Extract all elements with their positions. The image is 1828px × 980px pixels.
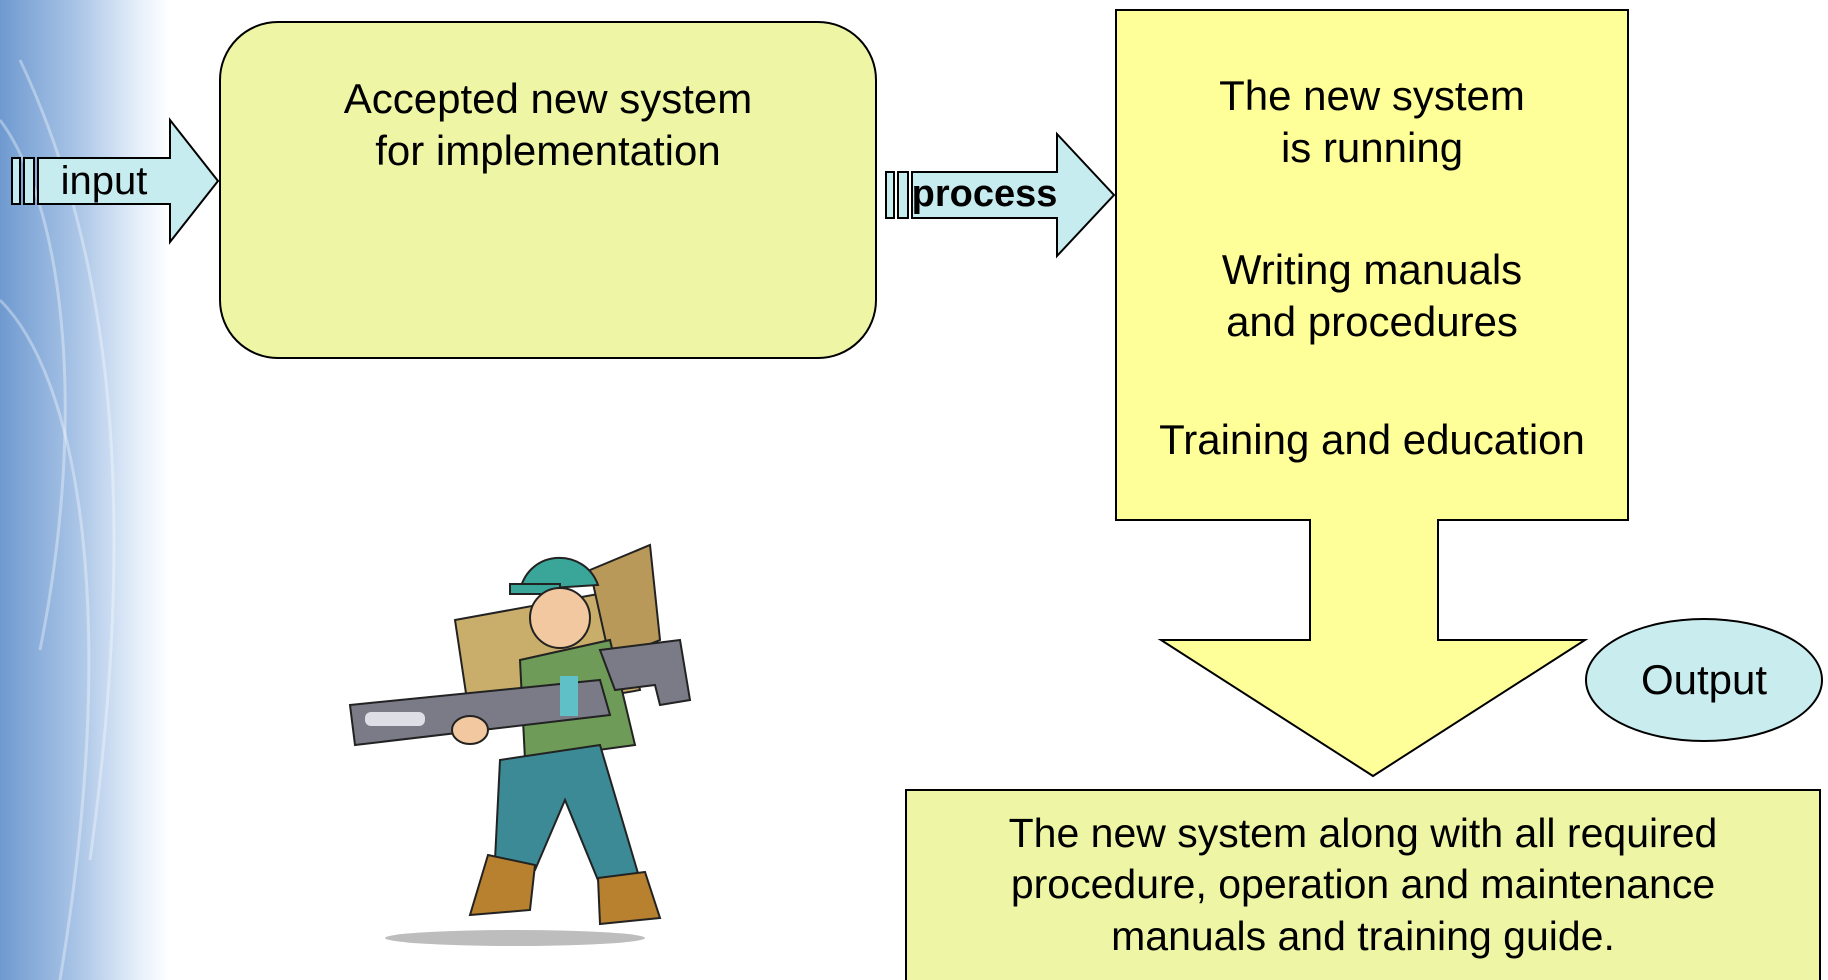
input-box-text: Accepted new system for implementation [343,74,753,175]
output-label: Output [1640,655,1768,703]
process-step-2: Writing manuals and procedures [1221,245,1523,346]
process-step-3: Training and education [1159,415,1585,463]
process-step-1: The new system is running [1219,71,1525,172]
output-oval [1585,618,1823,742]
input-arrow [11,117,220,245]
output-box-text: The new system along with all required p… [1008,810,1718,959]
input-box [219,21,877,359]
process-box [1115,9,1629,778]
worker-carrying-wrench-and-toolbox-icon [348,543,692,946]
process-arrow [885,131,1116,259]
output-box [905,789,1821,980]
input-label: input [60,159,148,203]
process-label: process [911,173,1058,216]
